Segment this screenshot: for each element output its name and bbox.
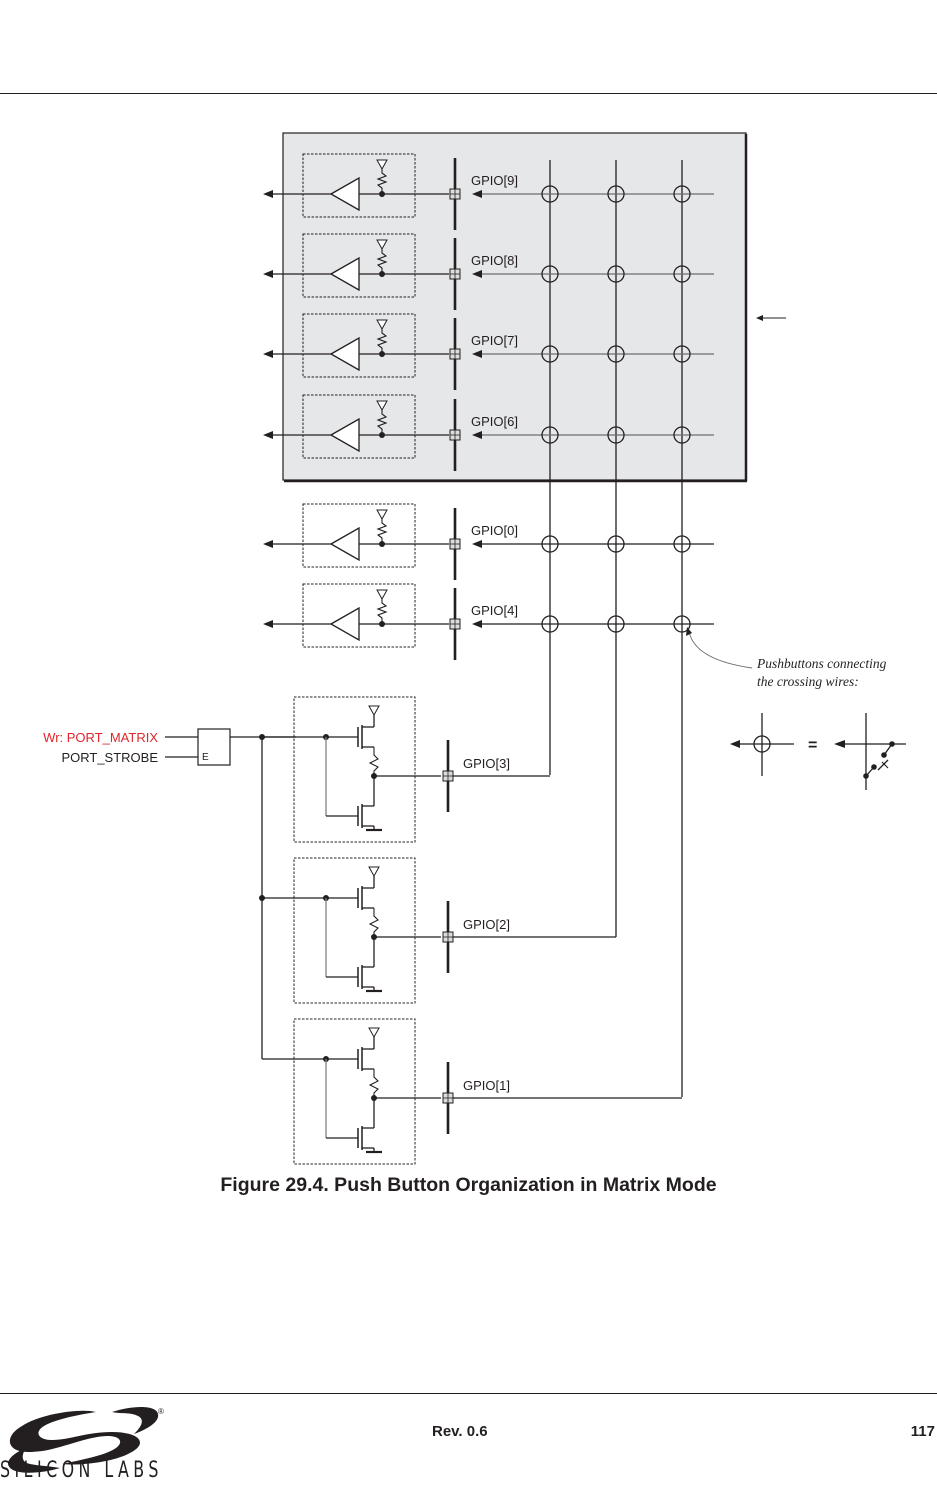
- signal-port-strobe: PORT_STROBE: [61, 750, 158, 765]
- pushbutton-switch-icon: [878, 760, 888, 770]
- gpio-row-label: GPIO[4]: [471, 603, 518, 618]
- switch-contact-dot: [863, 773, 869, 779]
- gpio-row-label: GPIO[0]: [471, 523, 518, 538]
- junction-dot: [379, 621, 385, 627]
- vdd-icon: [369, 706, 379, 715]
- pullup-resistor-icon: [378, 519, 386, 544]
- note-line-1: Pushbuttons connecting: [756, 656, 887, 671]
- output-arrow-icon: [263, 190, 273, 198]
- figure-caption: Figure 29.4. Push Button Organization in…: [0, 1174, 937, 1197]
- signal-port-matrix: Wr: PORT_MATRIX: [43, 730, 158, 745]
- output-driver-1: [262, 858, 616, 1003]
- gpio-row-label: GPIO[9]: [471, 173, 518, 188]
- revision-label: Rev. 0.6: [432, 1423, 488, 1440]
- junction-dot: [379, 432, 385, 438]
- output-driver-box: [294, 858, 415, 1003]
- latch-enable-label: E: [202, 752, 209, 763]
- input-arrow-icon: [472, 540, 482, 548]
- junction-dot: [379, 351, 385, 357]
- note-line-2: the crossing wires:: [757, 674, 859, 689]
- vdd-icon: [377, 590, 387, 599]
- region-pointer-arrowhead: [756, 315, 763, 321]
- output-arrow-icon: [263, 431, 273, 439]
- gpio-row-label: GPIO[8]: [471, 253, 518, 268]
- legend-switch-arrow-icon: [834, 740, 845, 748]
- footer-rule: [0, 1393, 937, 1394]
- gpio-row-label: GPIO[7]: [471, 333, 518, 348]
- gpio-driver-label: GPIO[1]: [463, 1078, 510, 1093]
- junction-dot: [379, 271, 385, 277]
- junction-dot: [379, 191, 385, 197]
- input-row-4: [263, 504, 714, 580]
- series-resistor-icon: [370, 747, 378, 776]
- series-resistor-icon: [370, 908, 378, 937]
- output-arrow-icon: [263, 270, 273, 278]
- note-callout-curve: [689, 631, 752, 668]
- buffer-triangle-icon: [331, 528, 359, 560]
- series-resistor-icon: [370, 1069, 378, 1098]
- switch-contact-dot: [871, 764, 877, 770]
- junction-dot: [379, 541, 385, 547]
- pullup-resistor-icon: [378, 599, 386, 624]
- gpio-driver-label: GPIO[3]: [463, 756, 510, 771]
- output-driver-box: [294, 697, 415, 842]
- push-button-matrix-diagram: GPIO[9] GPIO[8] GPIO[7] GPIO[6] GPIO[0] GPIO[…: [0, 0, 937, 1170]
- legend-arrow-icon: [730, 740, 740, 748]
- vdd-icon: [377, 510, 387, 519]
- buffer-triangle-icon: [331, 608, 359, 640]
- switch-contact-dot: [881, 752, 887, 758]
- switch-contact-dot: [889, 741, 895, 747]
- input-arrow-icon: [472, 620, 482, 628]
- input-row-5: [263, 584, 714, 660]
- output-arrow-icon: [263, 540, 273, 548]
- gpio-driver-label: GPIO[2]: [463, 917, 510, 932]
- output-arrow-icon: [263, 350, 273, 358]
- page-number: 117: [911, 1423, 935, 1440]
- output-driver-box: [294, 1019, 415, 1164]
- registered-mark: ®: [158, 1407, 164, 1416]
- output-arrow-icon: [263, 620, 273, 628]
- gpio-row-label: GPIO[6]: [471, 414, 518, 429]
- vdd-icon: [369, 1028, 379, 1037]
- legend-equals: =: [808, 737, 817, 754]
- vdd-icon: [369, 867, 379, 876]
- logo-wordmark: SILICON LABS: [0, 1458, 122, 1483]
